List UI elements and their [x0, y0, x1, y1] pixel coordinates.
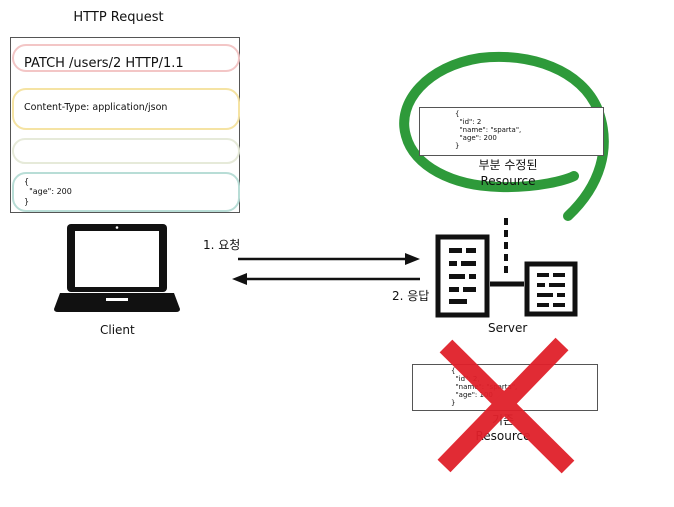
- json-line: "name": "sparta",: [455, 126, 522, 134]
- body-line: {: [24, 177, 30, 186]
- old-resource-json: { "id": 2, "name": "sparta", "age": 100 …: [412, 364, 598, 411]
- body-pill: { "age": 200 }: [12, 172, 240, 212]
- old-resource-label-line2: Resource: [475, 429, 531, 443]
- body-line: }: [24, 197, 30, 206]
- header-pill: Content-Type: application/json: [12, 88, 240, 130]
- updated-resource-json: { "id": 2 "name": "sparta", "age": 200 }: [419, 107, 604, 156]
- response-label: 2. 응답: [392, 289, 430, 303]
- server-icon: [435, 218, 578, 318]
- http-request-title: HTTP Request: [73, 10, 164, 25]
- json-line: }: [455, 142, 460, 150]
- json-line: {: [451, 367, 456, 375]
- updated-resource-label-line1: 부분 수정된: [478, 158, 538, 172]
- http-request-box: PATCH /users/2 HTTP/1.1 Content-Type: ap…: [10, 37, 240, 213]
- empty-line-pill: [12, 138, 240, 164]
- client-label: Client: [100, 323, 135, 337]
- json-line: "age": 200: [455, 134, 497, 142]
- old-resource-label-line1: 기존: [491, 413, 515, 427]
- start-line: PATCH /users/2 HTTP/1.1: [24, 56, 184, 71]
- header-line: Content-Type: application/json: [24, 102, 168, 113]
- laptop-icon: [54, 224, 180, 312]
- updated-resource-label: 부분 수정된 Resource: [470, 157, 546, 189]
- json-line: "id": 2: [455, 118, 482, 126]
- updated-resource-label-line2: Resource: [480, 174, 536, 188]
- json-line: "name": "sparta",: [451, 383, 518, 391]
- start-line-pill: PATCH /users/2 HTTP/1.1: [12, 44, 240, 72]
- json-line: "id": 2,: [451, 375, 480, 383]
- server-label: Server: [488, 321, 528, 335]
- request-arrow: [238, 253, 420, 265]
- json-line: {: [455, 110, 460, 118]
- body-line: "age": 200: [24, 187, 72, 196]
- json-line: }: [451, 399, 456, 407]
- response-arrow: [232, 273, 420, 285]
- old-resource-label: 기존 Resource: [465, 412, 541, 444]
- request-label: 1. 요청: [203, 238, 241, 252]
- json-line: "age": 100: [451, 391, 493, 399]
